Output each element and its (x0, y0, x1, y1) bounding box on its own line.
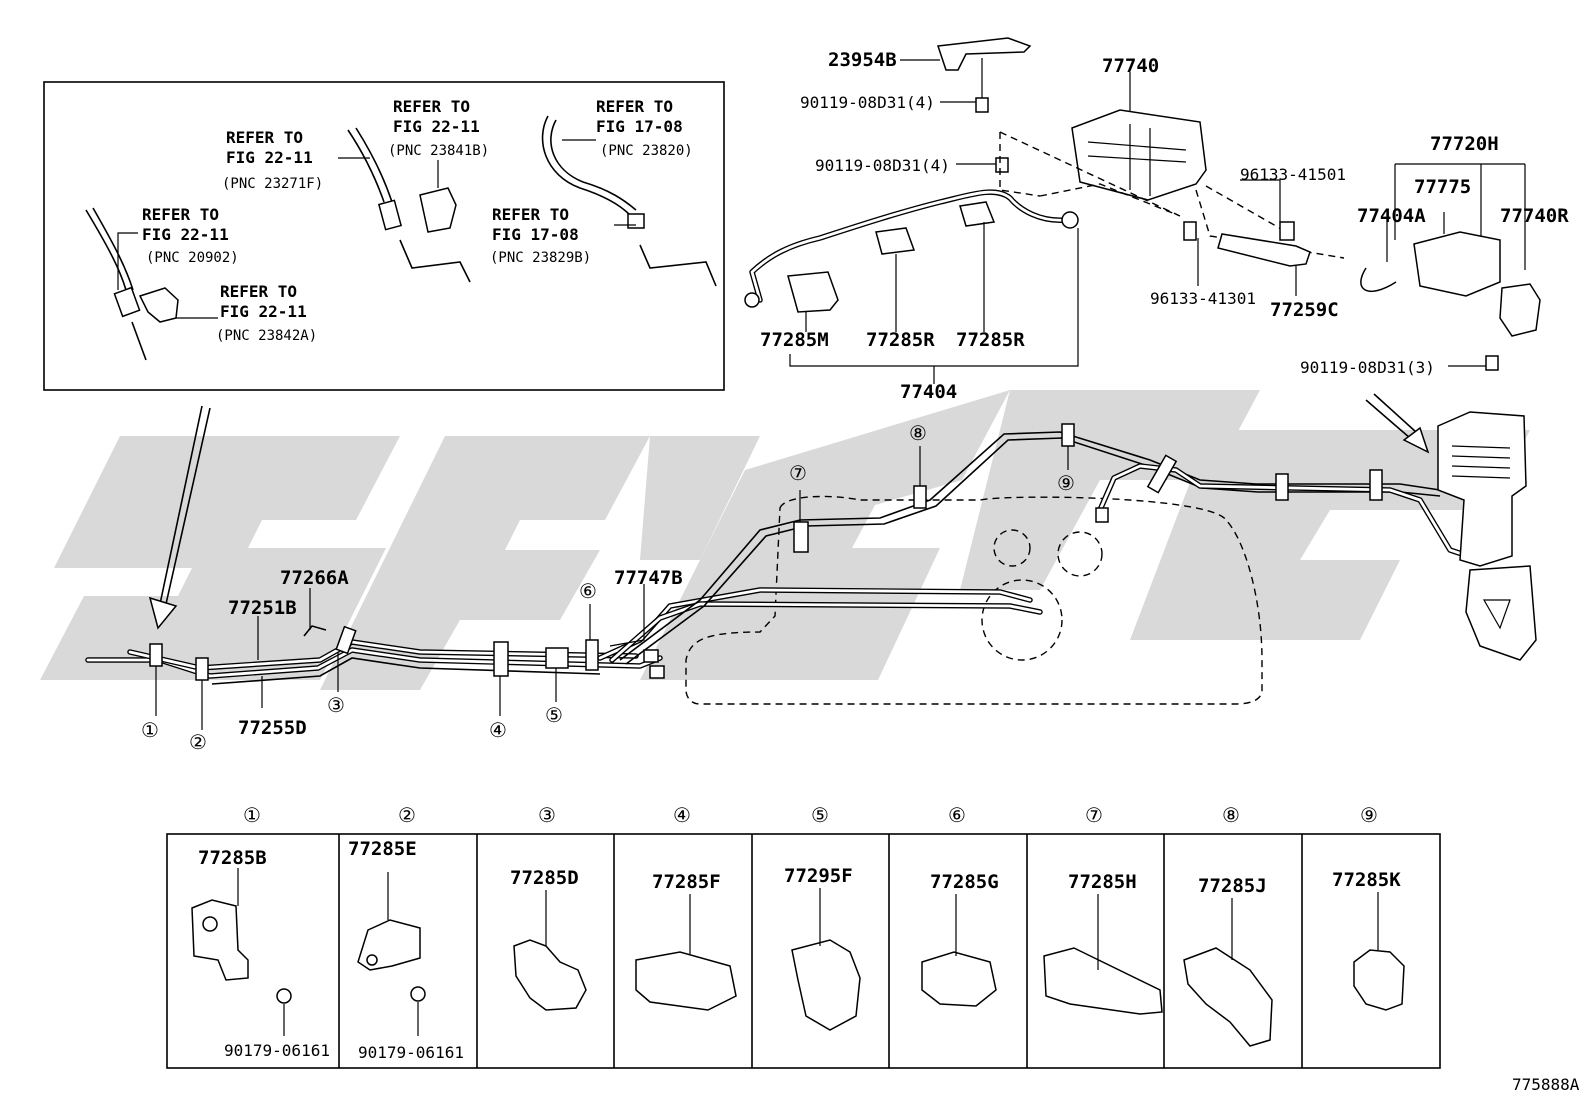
table-callout-5: ⑤ (811, 803, 829, 827)
label-96133-41301: 96133-41301 (1150, 289, 1256, 308)
inset-ref3-line2: FIG 17-08 (596, 117, 683, 136)
label-77720H: 77720H (1430, 133, 1499, 155)
callout-7: ⑦ (789, 461, 807, 485)
table-callout-8: ⑧ (1222, 803, 1240, 827)
callout-4: ④ (489, 718, 507, 742)
label-77259C: 77259C (1270, 299, 1339, 321)
inset-ref6-line1: REFER TO (220, 282, 297, 301)
table-part-9: 77285K (1332, 869, 1401, 891)
inset-ref6-line2: FIG 22-11 (220, 302, 307, 321)
table-callout-6: ⑥ (948, 803, 966, 827)
clamp-table (166, 833, 1441, 1069)
table-callout-1: ① (243, 803, 261, 827)
inset-ref2-line2: FIG 22-11 (393, 117, 480, 136)
label-77266A: 77266A (280, 567, 349, 589)
table-extra-2: 90179-06161 (358, 1043, 464, 1062)
label-77740R: 77740R (1500, 205, 1569, 227)
inset-ref3-pnc: (PNC 23820) (600, 143, 693, 159)
label-77404A: 77404A (1357, 205, 1426, 227)
inset-ref1-line2: FIG 22-11 (226, 148, 313, 167)
table-extra-1: 90179-06161 (224, 1041, 330, 1060)
arrow-pointer-icon (148, 405, 211, 630)
label-77255D: 77255D (238, 717, 307, 739)
callout-6: ⑥ (579, 579, 597, 603)
table-callout-4: ④ (673, 803, 691, 827)
label-77740: 77740 (1102, 55, 1159, 77)
table-part-1: 77285B (198, 847, 267, 869)
inset-ref2-line1: REFER TO (393, 97, 470, 116)
table-callout-3: ③ (538, 803, 556, 827)
label-77747B: 77747B (614, 567, 683, 589)
table-part-5: 77295F (784, 865, 853, 887)
label-bolt-top: 90119-08D31(4) (800, 93, 935, 112)
label-23954B: 23954B (828, 49, 897, 71)
inset-ref3-line1: REFER TO (596, 97, 673, 116)
inset-ref5-line2: FIG 17-08 (492, 225, 579, 244)
callout-2: ② (189, 730, 207, 754)
table-part-2: 77285E (348, 838, 417, 860)
callout-5: ⑤ (545, 703, 563, 727)
table-part-8: 77285J (1198, 875, 1267, 897)
inset-ref5-line1: REFER TO (492, 205, 569, 224)
label-bolt-mid: 90119-08D31(4) (815, 156, 950, 175)
diagram-code: 775888A (1512, 1075, 1580, 1094)
inset-ref4-line2: FIG 22-11 (142, 225, 229, 244)
label-bolt-right: 90119-08D31(3) (1300, 358, 1435, 377)
table-part-3: 77285D (510, 867, 579, 889)
callout-1: ① (141, 718, 159, 742)
inset-ref4-line1: REFER TO (142, 205, 219, 224)
upper-assembly (744, 37, 1541, 384)
label-96133-41501: 96133-41501 (1240, 165, 1346, 184)
table-part-7: 77285H (1068, 871, 1137, 893)
table-callout-2: ② (398, 803, 416, 827)
label-77285M: 77285M (760, 329, 829, 351)
table-part-4: 77285F (652, 871, 721, 893)
label-77285R-1: 77285R (866, 329, 935, 351)
label-77775: 77775 (1414, 176, 1471, 198)
inset-ref1-line1: REFER TO (226, 128, 303, 147)
table-part-6: 77285G (930, 871, 999, 893)
table-callout-9: ⑨ (1360, 803, 1378, 827)
main-pipe-assembly (85, 393, 1537, 730)
callout-9: ⑨ (1057, 471, 1075, 495)
callout-3: ③ (327, 693, 345, 717)
inset-ref2-pnc: (PNC 23841B) (388, 143, 489, 159)
label-77404: 77404 (900, 381, 957, 403)
inset-box (43, 81, 725, 391)
inset-ref1-pnc: (PNC 23271F) (222, 176, 323, 192)
inset-ref6-pnc: (PNC 23842A) (216, 328, 317, 344)
table-callout-7: ⑦ (1085, 803, 1103, 827)
watermark-logo (40, 390, 1530, 690)
label-77285R-2: 77285R (956, 329, 1025, 351)
callout-8: ⑧ (909, 421, 927, 445)
label-77251B: 77251B (228, 597, 297, 619)
inset-ref4-pnc: (PNC 20902) (146, 250, 239, 266)
inset-ref5-pnc: (PNC 23829B) (490, 250, 591, 266)
